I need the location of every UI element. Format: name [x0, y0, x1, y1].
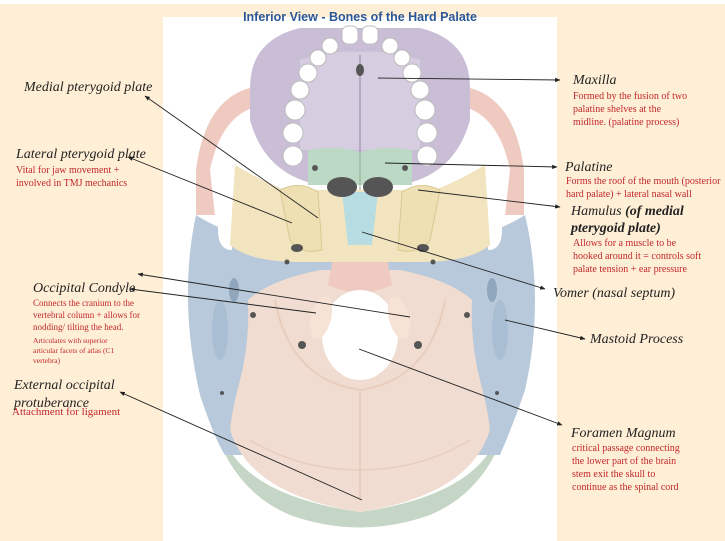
label-occipital-condyle: Occipital Condyle	[33, 281, 136, 296]
pointer-hamulus	[417, 189, 561, 209]
label-medial-pterygoid: Medial pterygoid plate	[24, 80, 153, 95]
parietal-bone	[210, 415, 510, 528]
pointer-external-occipital	[119, 391, 363, 501]
desc-external-occipital: Attachment for ligament	[12, 406, 121, 418]
label-foramen-magnum: Foramen Magnum	[571, 426, 676, 441]
label-palatine: Palatine	[565, 160, 613, 175]
desc-occipital-condyle: Connects the cranium to the vertebral co…	[33, 298, 141, 332]
pointer-foramen	[358, 348, 563, 426]
label-mastoid: Mastoid Process	[590, 332, 684, 347]
diagram-title: Inferior View - Bones of the Hard Palate	[243, 10, 477, 24]
note-occipital-condyle: Articulates with superior articular face…	[33, 336, 115, 365]
choana-left	[327, 177, 357, 197]
label-external-occipital-1: External occipital	[14, 378, 115, 393]
desc-palatine: Forms the roof of the mouth (posterior h…	[566, 176, 721, 200]
label-maxilla: Maxilla	[573, 73, 617, 88]
label-lateral-pterygoid: Lateral pterygoid plate	[16, 147, 146, 162]
desc-hamulus: Allows for a muscle to be hooked around …	[573, 238, 702, 275]
pointer-mastoid	[504, 319, 586, 340]
pointer-maxilla	[377, 77, 561, 83]
pointer-lateral-pterygoid	[127, 156, 293, 224]
desc-maxilla: Formed by the fusion of two palatine she…	[573, 91, 688, 128]
label-hamulus-line2: pterygoid plate)	[571, 221, 661, 236]
zygomatic-left	[196, 88, 252, 215]
desc-foramen-magnum: critical passage connecting the lower pa…	[572, 443, 680, 493]
skull	[187, 25, 535, 528]
pointer-palatine	[384, 162, 558, 170]
label-hamulus: Hamulus (of medial	[571, 203, 684, 220]
choana-right	[363, 177, 393, 197]
right-condyle	[387, 296, 411, 340]
pointer-vomer	[361, 231, 546, 290]
label-vomer: Vomer (nasal septum)	[553, 286, 676, 301]
desc-lateral-pterygoid: Vital for jaw movement + involved in TMJ…	[16, 165, 128, 189]
pointer-lines	[119, 77, 586, 501]
foramen-magnum-shape	[322, 290, 398, 380]
pointer-condyle-left	[129, 287, 317, 314]
label-hamulus-bold: (of medial	[625, 204, 684, 219]
left-condyle	[309, 296, 333, 340]
vomer-bone	[342, 192, 378, 245]
teeth	[282, 25, 438, 167]
pointer-condyle-right	[137, 272, 411, 318]
zygomatic-right	[468, 88, 524, 215]
pointer-medial-pterygoid	[144, 95, 319, 219]
label-external-occipital-2: protuberance	[14, 396, 89, 411]
label-hamulus-name: Hamulus	[571, 204, 622, 219]
